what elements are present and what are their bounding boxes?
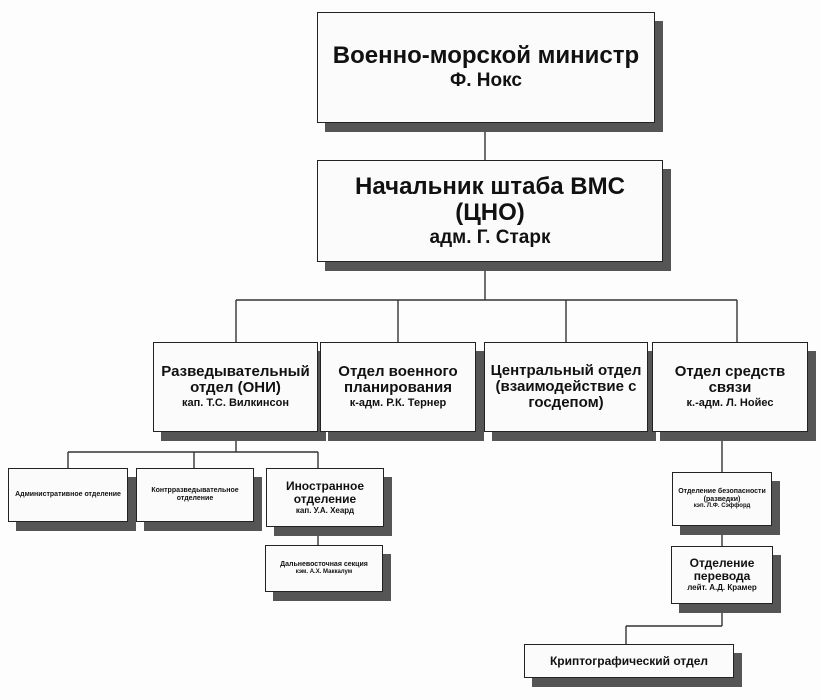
admin-title: Административное отделение [15,491,121,499]
war-plans-title: Отдел военного планирования [338,362,458,397]
war-plans-head: к-адм. Р.К. Тернер [349,397,447,410]
cno-title: Начальник штаба ВМС (ЦНО) [355,172,625,226]
oni-box: Разведывательный отдел (ОНИ) кап. Т.С. В… [153,342,318,432]
central-box: Центральный отдел (взаимодействие с госд… [484,342,648,432]
foreign-box: Иностранное отделение кап. У.А. Хеард [266,468,384,527]
admin-box: Административное отделение [8,468,128,522]
security-title: Отделение безопасности (разведки) [678,488,766,503]
security-head: кэп. Л.Ф. Сэффорд [693,503,751,510]
translation-head: лейт. А.Д. Крамер [687,583,757,593]
foreign-head: кап. У.А. Хеард [295,505,355,515]
central-title: Центральный отдел (взаимодействие с госд… [490,361,642,412]
crypto-box: Криптографический отдел [524,644,734,678]
foreign-title: Иностранное отделение [285,478,365,506]
security-box: Отделение безопасности (разведки) кэп. Л… [672,472,772,526]
counterintel-box: Контрразведывательное отделение [136,468,254,522]
communications-box: Отдел средств связи к.-адм. Л. Нойес [652,342,808,432]
cno-head: адм. Г. Старк [429,226,551,248]
cno-box: Начальник штаба ВМС (ЦНО) адм. Г. Старк [317,160,663,262]
communications-head: к.-адм. Л. Нойес [686,397,774,410]
oni-head: кап. Т.С. Вилкинсон [181,397,290,410]
far-east-box: Дальневосточная секция кэм. А.Х. Маккалу… [265,545,383,592]
far-east-title: Дальневосточная секция [280,561,368,569]
minister-title: Военно-морской министр [332,42,640,70]
counterintel-title: Контрразведывательное отделение [151,487,239,502]
translation-box: Отделение перевода лейт. А.Д. Крамер [671,546,773,604]
oni-title: Разведывательный отдел (ОНИ) [161,362,310,397]
war-plans-box: Отдел военного планирования к-адм. Р.К. … [320,342,476,432]
minister-box: Военно-морской министр Ф. Нокс [317,12,655,123]
translation-title: Отделение перевода [689,556,755,584]
far-east-head: кэм. А.Х. Маккалум [295,569,353,576]
communications-title: Отдел средств связи [674,362,786,397]
crypto-title: Криптографический отдел [549,653,709,668]
minister-head: Ф. Нокс [450,70,522,92]
